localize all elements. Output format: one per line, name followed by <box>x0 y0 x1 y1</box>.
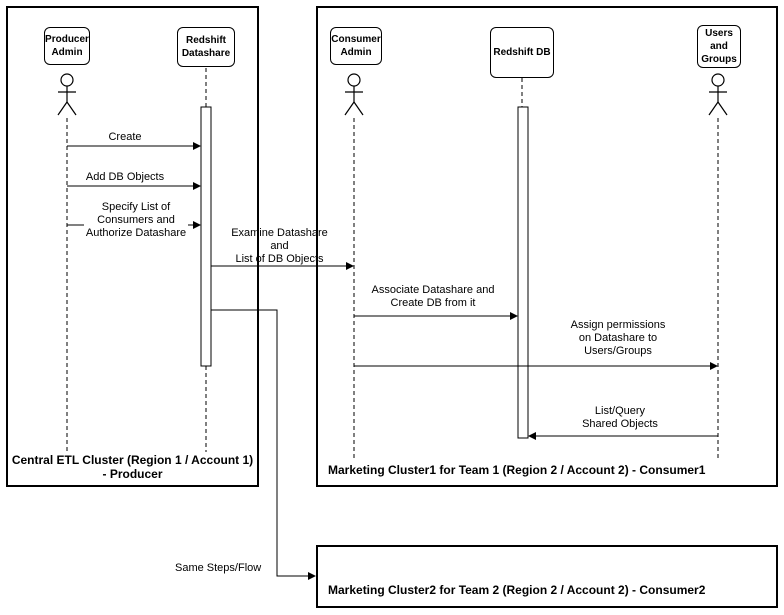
redshift-db-box: Redshift DB <box>490 27 554 78</box>
examine-label: Examine Datashare and List of DB Objects <box>231 227 328 265</box>
users-groups-box: Users and Groups <box>697 25 741 68</box>
producer-cluster-label: Central ETL Cluster (Region 1 / Account … <box>11 453 254 481</box>
redshift-datashare-box: Redshift Datashare <box>177 27 235 67</box>
assign-label: Assign permissions on Datashare to Users… <box>570 319 666 357</box>
producer-admin-box: Producer Admin <box>44 27 90 65</box>
add-db-objects-label: Add DB Objects <box>85 171 165 183</box>
same-steps-connector <box>211 309 316 580</box>
redshift-datashare-activation <box>200 106 212 367</box>
consumer2-cluster-box <box>316 545 778 608</box>
create-label: Create <box>108 131 142 143</box>
consumer1-cluster-box <box>316 6 778 487</box>
specify-list-label: Specify List of Consumers and Authorize … <box>85 201 187 239</box>
list-query-label: List/Query Shared Objects <box>582 405 658 430</box>
users-groups-figure <box>708 73 728 116</box>
producer-cluster-box <box>6 6 259 487</box>
consumer-admin-box: Consumer Admin <box>330 27 382 65</box>
redshift-db-activation <box>517 106 529 439</box>
same-steps-label: Same Steps/Flow <box>175 562 262 574</box>
consumer1-cluster-label: Marketing Cluster1 for Team 1 (Region 2 … <box>328 463 706 477</box>
associate-label: Associate Datashare and Create DB from i… <box>371 284 495 309</box>
consumer-admin-figure <box>344 73 364 116</box>
consumer2-cluster-label: Marketing Cluster2 for Team 2 (Region 2 … <box>328 583 706 597</box>
producer-admin-figure <box>57 73 77 116</box>
